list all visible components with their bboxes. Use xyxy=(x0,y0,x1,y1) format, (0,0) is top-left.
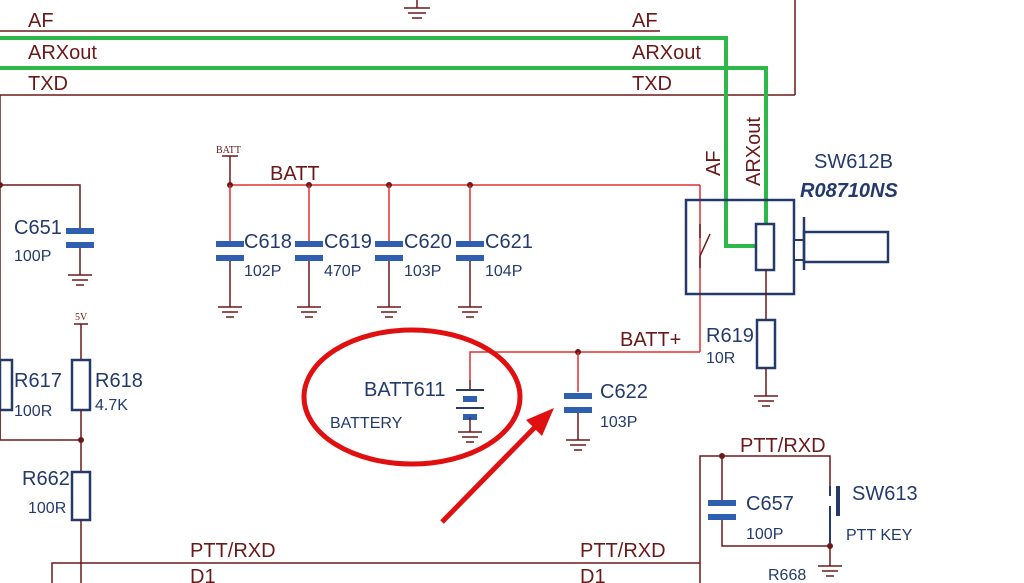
ref-sw613: SW613 xyxy=(852,483,918,505)
net-label-batt: BATT xyxy=(270,163,320,185)
ref-c620: C620 xyxy=(404,231,452,253)
net-label-ptt-rxd-mid: PTT/RXD xyxy=(580,540,666,562)
ref-c651: C651 xyxy=(14,217,62,239)
ref-c622: C622 xyxy=(600,381,648,403)
value-c618: 102P xyxy=(244,263,281,280)
net-labels: AF AF ARXout ARXout TXD TXD BATT BATT BA… xyxy=(28,10,826,583)
net-label-ptt-rxd-left: PTT/RXD xyxy=(190,540,276,562)
annotation-arrow-icon xyxy=(440,420,542,524)
value-r618: 4.7K xyxy=(95,397,128,414)
batt-cap-bank xyxy=(216,155,701,352)
net-label-ptt-rxd-right: PTT/RXD xyxy=(740,435,826,457)
ref-r668: R668 xyxy=(768,567,806,583)
net-label-af-right: AF xyxy=(632,10,658,32)
value-r617: 100R xyxy=(14,403,52,420)
left-circuit xyxy=(0,95,94,583)
net-label-batt-plus: BATT+ xyxy=(620,329,681,351)
arxout-highlight-traces xyxy=(0,36,768,251)
ref-sw612b: SW612B xyxy=(814,151,893,173)
ref-c657: C657 xyxy=(746,493,794,515)
net-label-txd: TXD xyxy=(28,73,68,95)
ground-symbol-c651 xyxy=(68,274,92,286)
annotation-ellipse xyxy=(301,327,523,467)
ref-r618: R618 xyxy=(95,370,143,392)
value-c657: 100P xyxy=(746,526,783,543)
ref-c618: C618 xyxy=(244,231,292,253)
value-c621: 104P xyxy=(485,263,522,280)
ref-r619: R619 xyxy=(706,325,754,347)
value-sw613: PTT KEY xyxy=(846,527,913,544)
net-label-af-vertical: AF xyxy=(703,150,725,176)
net-label-af: AF xyxy=(28,10,54,32)
sw612b-switch-pot xyxy=(684,198,890,407)
net-label-d1-mid: D1 xyxy=(580,566,606,583)
ptt-key-circuit xyxy=(699,453,842,583)
ref-r662: R662 xyxy=(22,468,70,490)
ground-symbol-top xyxy=(404,0,430,19)
net-label-arxout-right: ARXout xyxy=(632,42,701,64)
value-c651: 100P xyxy=(14,248,51,265)
annotation-arrow-head-icon xyxy=(526,408,554,436)
bottom-bus xyxy=(51,562,700,583)
net-label-d1-left: D1 xyxy=(190,566,216,583)
value-r619: 10R xyxy=(706,350,735,367)
ref-c619: C619 xyxy=(324,231,372,253)
ref-c621: C621 xyxy=(485,231,533,253)
component-labels: C651 100P C618 102P C619 470P C620 103P … xyxy=(14,151,918,583)
top-bus xyxy=(0,0,796,96)
value-batt611: BATTERY xyxy=(330,415,403,432)
net-label-batt-small: BATT xyxy=(216,145,241,156)
ref-r617: R617 xyxy=(14,370,62,392)
value-c622: 103P xyxy=(600,414,637,431)
annotation-highlight xyxy=(301,327,554,524)
battery-circuit xyxy=(456,349,700,451)
part-sw612b: R08710NS xyxy=(800,180,899,202)
value-c619: 470P xyxy=(324,263,361,280)
net-label-5v: 5V xyxy=(75,312,88,323)
value-c620: 103P xyxy=(404,263,441,280)
net-label-txd-right: TXD xyxy=(632,73,672,95)
net-label-arxout: ARXout xyxy=(28,42,97,64)
net-label-arxout-vertical: ARXout xyxy=(743,117,765,186)
ref-batt611: BATT611 xyxy=(364,379,446,401)
value-r662: 100R xyxy=(28,500,66,517)
